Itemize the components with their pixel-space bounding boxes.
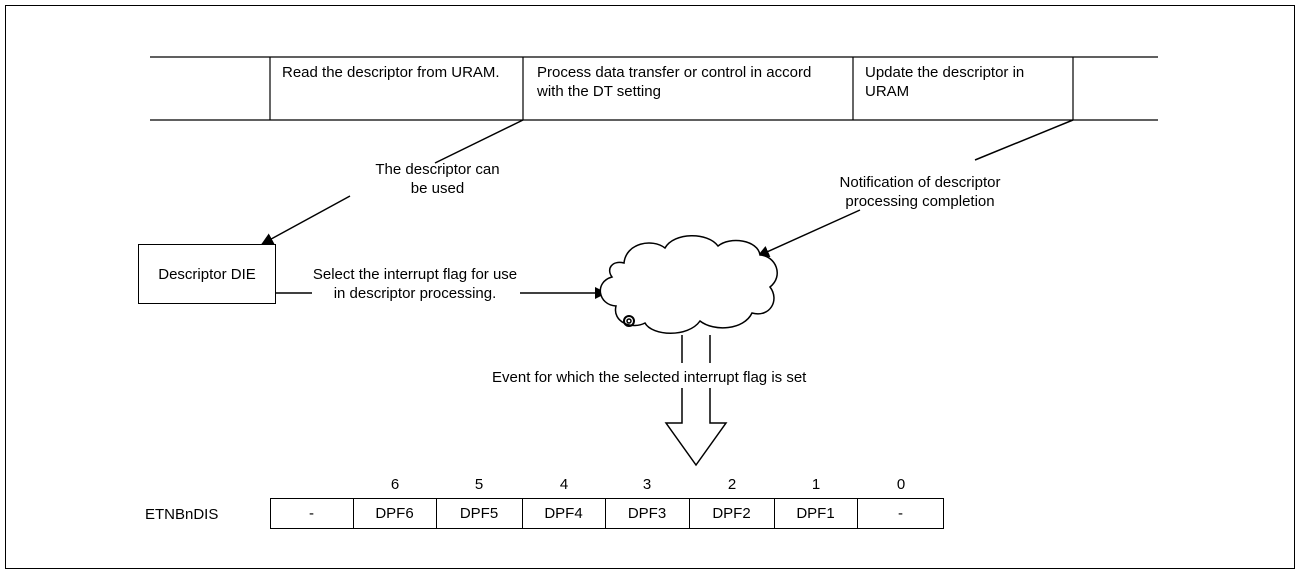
step-text: Read the descriptor from URAM. — [282, 64, 500, 81]
cloud-tail-dot — [626, 318, 632, 324]
cloud-tail-circle — [623, 315, 635, 327]
register-box — [270, 498, 944, 529]
bit-divider — [774, 498, 775, 529]
label-event: Event for which the selected interrupt f… — [490, 368, 809, 387]
register-bit-0: - — [898, 505, 903, 522]
descriptor-die-box: Descriptor DIE — [138, 244, 276, 304]
register-name: ETNBnDIS — [145, 506, 219, 523]
bit-divider — [353, 498, 354, 529]
register-bit-6: DPF6 — [375, 505, 414, 522]
bit-number: 0 — [896, 476, 906, 493]
diagram-frame — [5, 5, 1295, 569]
bit-divider — [436, 498, 437, 529]
step-read-descriptor: Read the descriptor from URAM. — [282, 63, 507, 82]
bit-divider — [605, 498, 606, 529]
register-bit-5: DPF5 — [459, 505, 499, 522]
hollow-arrow-shaft-top — [681, 335, 711, 363]
step-process-transfer: Process data transfer or control in acco… — [537, 63, 837, 101]
register-bit-1: DPF1 — [796, 505, 835, 522]
bit-number: 4 — [559, 476, 569, 493]
descriptor-die-label: Descriptor DIE — [158, 265, 256, 283]
label-descriptor-usable: The descriptor can be used — [375, 161, 500, 197]
leader-line-notification — [974, 119, 1074, 161]
step-text: Process data transfer or control in acco… — [537, 64, 812, 100]
bit-number: 1 — [811, 476, 821, 493]
leader-line-descriptor-usable — [434, 119, 524, 164]
register-bit-4: DPF4 — [544, 505, 583, 522]
processing-cloud — [599, 235, 778, 334]
arrow-to-descriptor-box — [261, 195, 351, 245]
bit-divider — [857, 498, 858, 529]
arrow-to-cloud-from-notification — [757, 209, 861, 257]
bit-number: 6 — [390, 476, 400, 493]
bit-divider — [689, 498, 690, 529]
label-notification: Notification of descriptor processing co… — [839, 174, 1001, 210]
bit-number: 5 — [474, 476, 484, 493]
bit-number: 2 — [727, 476, 737, 493]
register-bit-3: DPF3 — [627, 505, 667, 522]
step-update-descriptor: Update the descriptor in URAM — [865, 63, 1050, 101]
label-select-flag: Select the interrupt flag for use in des… — [312, 266, 518, 302]
bit-number: 3 — [642, 476, 652, 493]
step-text: Update the descriptor in URAM — [865, 64, 1025, 100]
bit-divider — [522, 498, 523, 529]
register-bit-7: - — [309, 505, 314, 522]
register-bit-2: DPF2 — [712, 505, 751, 522]
hollow-arrow-down — [664, 388, 728, 467]
